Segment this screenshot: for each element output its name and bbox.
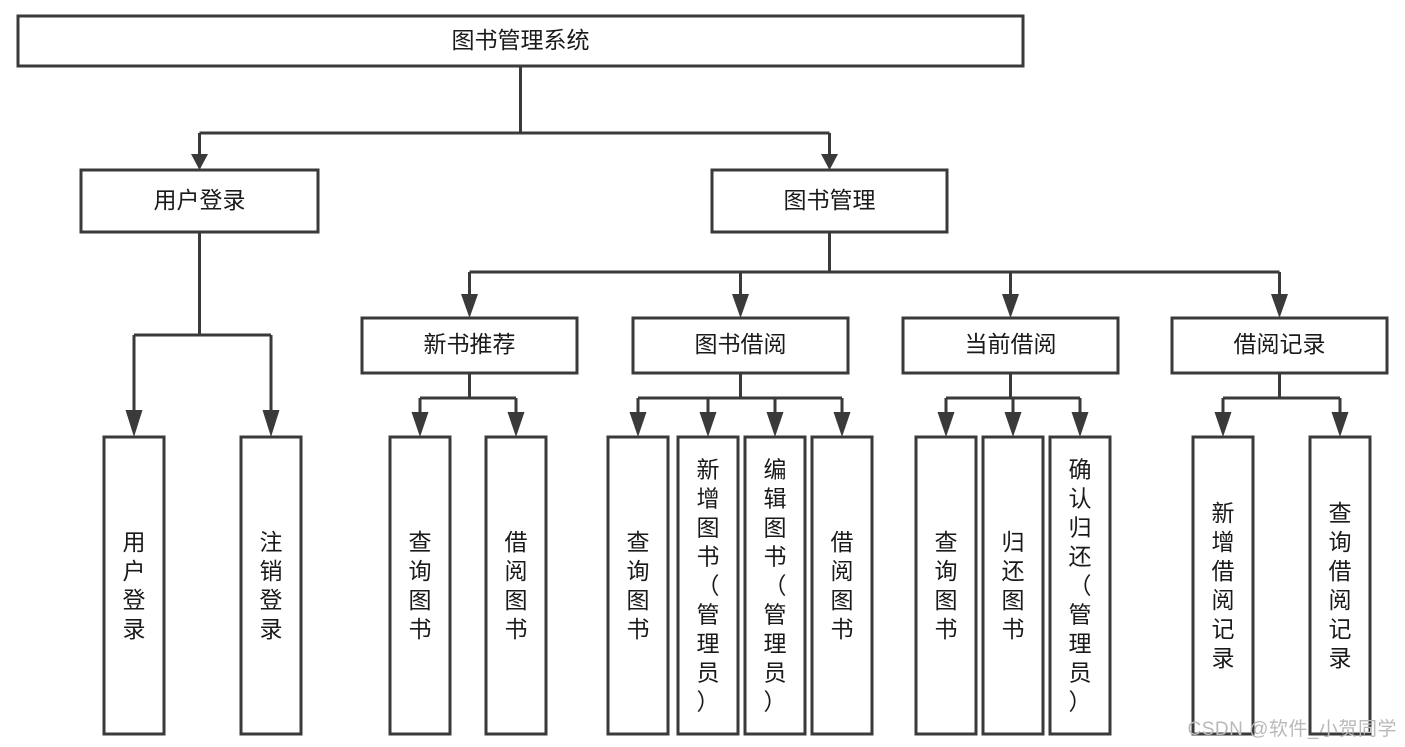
- node-book-manage-box[interactable]: [710, 168, 949, 234]
- node-current-borrow-box[interactable]: [901, 316, 1120, 375]
- node-leaf-borrow-book-1-box[interactable]: [484, 435, 548, 736]
- arrowhead-leaf-user-login: [125, 410, 143, 437]
- node-leaf-add-book[interactable]: 新增图书（管理员）: [676, 435, 740, 736]
- arrowhead-new-book-recommend: [461, 294, 478, 318]
- node-leaf-query-book-1-label: 查询图书: [409, 529, 432, 642]
- arrowhead-book-borrow: [732, 294, 749, 318]
- node-leaf-edit-book[interactable]: 编辑图书（管理员）: [743, 435, 807, 736]
- node-leaf-query-book-1[interactable]: 查询图书: [388, 435, 452, 736]
- arrowhead-leaf-add-record: [1214, 412, 1232, 437]
- node-leaf-logout-box[interactable]: [239, 435, 303, 736]
- connectors-layer: [125, 66, 1349, 437]
- node-borrow-record-box[interactable]: [1170, 316, 1389, 375]
- node-leaf-edit-book-label: 编辑图书（管理员）: [764, 457, 787, 715]
- node-user-login-label: 用户登录: [154, 187, 246, 213]
- arrowhead-leaf-edit-book: [766, 412, 784, 437]
- node-leaf-edit-book-box[interactable]: [743, 435, 807, 736]
- node-book-manage-label: 图书管理: [784, 187, 876, 213]
- node-new-book-recommend[interactable]: 新书推荐: [360, 316, 579, 375]
- node-book-borrow-box[interactable]: [631, 316, 850, 375]
- node-leaf-query-book-3-label: 查询图书: [935, 529, 958, 642]
- node-borrow-record[interactable]: 借阅记录: [1170, 316, 1389, 375]
- node-leaf-user-login-box[interactable]: [102, 435, 166, 736]
- node-user-login-box[interactable]: [79, 168, 320, 234]
- node-leaf-query-book-1-box[interactable]: [388, 435, 452, 736]
- node-book-manage[interactable]: 图书管理: [710, 168, 949, 234]
- node-root[interactable]: 图书管理系统: [16, 14, 1025, 68]
- node-leaf-return-book-label: 归还图书: [1002, 529, 1025, 642]
- node-leaf-logout[interactable]: 注销登录: [239, 435, 303, 736]
- node-leaf-borrow-book-1-label: 借阅图书: [505, 529, 528, 642]
- node-leaf-borrow-book-1[interactable]: 借阅图书: [484, 435, 548, 736]
- node-root-box[interactable]: [16, 14, 1025, 68]
- node-leaf-add-book-box[interactable]: [676, 435, 740, 736]
- arrowhead-user-login: [191, 154, 208, 170]
- node-leaf-query-record[interactable]: 查询借阅记录: [1308, 435, 1372, 736]
- node-current-borrow-label: 当前借阅: [965, 331, 1057, 357]
- node-leaf-add-record-label: 新增借阅记录: [1212, 500, 1235, 671]
- node-leaf-return-book-box[interactable]: [981, 435, 1045, 736]
- node-leaf-user-login-label: 用户登录: [123, 529, 146, 642]
- arrowhead-leaf-query-book-2: [629, 412, 647, 437]
- arrowhead-leaf-confirm-return: [1071, 412, 1089, 437]
- node-leaf-add-book-label: 新增图书（管理员）: [697, 457, 720, 715]
- node-book-borrow-label: 图书借阅: [695, 331, 787, 357]
- node-borrow-record-label: 借阅记录: [1234, 331, 1326, 357]
- node-leaf-logout-label: 注销登录: [260, 529, 283, 642]
- node-leaf-query-book-2-box[interactable]: [606, 435, 670, 736]
- arrowhead-leaf-add-book: [699, 412, 717, 437]
- arrowhead-leaf-query-book-1: [411, 412, 429, 437]
- node-leaf-query-record-box[interactable]: [1308, 435, 1372, 736]
- node-leaf-query-book-2-label: 查询图书: [627, 529, 650, 642]
- node-leaf-confirm-return-box[interactable]: [1048, 435, 1112, 736]
- node-leaf-return-book[interactable]: 归还图书: [981, 435, 1045, 736]
- node-leaf-query-book-3-box[interactable]: [914, 435, 978, 736]
- node-leaf-confirm-return-label: 确认归还（管理员）: [1069, 457, 1092, 715]
- node-root-label: 图书管理系统: [452, 27, 590, 53]
- leaf-nodes-layer: 用户登录 注销登录 查询图书 借阅图书 查询图书 新增图书（管理员）: [102, 435, 1372, 736]
- node-leaf-query-book-2[interactable]: 查询图书: [606, 435, 670, 736]
- arrowhead-leaf-borrow-book-2: [833, 412, 851, 437]
- node-current-borrow[interactable]: 当前借阅: [901, 316, 1120, 375]
- node-leaf-add-record-box[interactable]: [1191, 435, 1255, 736]
- node-leaf-confirm-return[interactable]: 确认归还（管理员）: [1048, 435, 1112, 736]
- arrowhead-leaf-query-record: [1331, 412, 1349, 437]
- node-leaf-query-record-label: 查询借阅记录: [1329, 500, 1352, 671]
- arrowhead-leaf-query-book-3: [937, 412, 955, 437]
- arrowhead-leaf-borrow-book-1: [507, 412, 525, 437]
- arrowhead-borrow-record: [1271, 294, 1288, 318]
- arrowhead-book-manage: [821, 154, 838, 170]
- node-new-book-recommend-box[interactable]: [360, 316, 579, 375]
- node-new-book-recommend-label: 新书推荐: [424, 331, 516, 357]
- node-leaf-user-login[interactable]: 用户登录: [102, 435, 166, 736]
- node-leaf-borrow-book-2[interactable]: 借阅图书: [810, 435, 874, 736]
- arrowhead-leaf-logout: [262, 410, 280, 437]
- node-leaf-borrow-book-2-box[interactable]: [810, 435, 874, 736]
- node-leaf-borrow-book-2-label: 借阅图书: [831, 529, 854, 642]
- node-user-login[interactable]: 用户登录: [79, 168, 320, 234]
- node-book-borrow[interactable]: 图书借阅: [631, 316, 850, 375]
- arrowhead-leaf-return-book: [1004, 412, 1022, 437]
- arrowhead-current-borrow: [1002, 294, 1019, 318]
- node-leaf-query-book-3[interactable]: 查询图书: [914, 435, 978, 736]
- node-leaf-add-record[interactable]: 新增借阅记录: [1191, 435, 1255, 736]
